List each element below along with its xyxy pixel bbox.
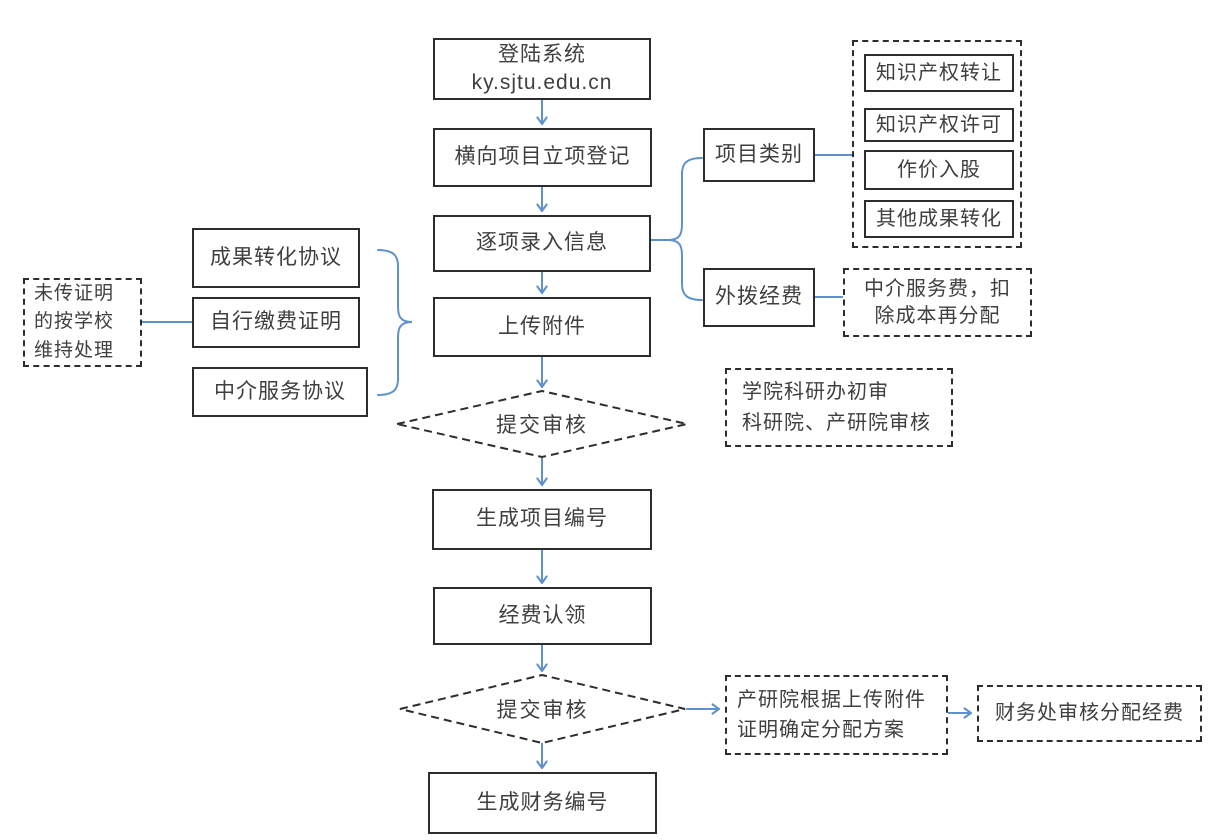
option-ip-transfer: 知识产权转让 (864, 54, 1014, 92)
finance-number-label: 生成财务编号 (476, 790, 609, 814)
note-untransmitted: 未传证明 的按学校 维持处理 (23, 278, 142, 367)
node-upload-attachment: 上传附件 (433, 297, 651, 357)
review-note-line2: 科研院、产研院审核 (742, 411, 931, 434)
node-input-info: 逐项录入信息 (433, 215, 651, 272)
note-allocation-plan: 产研院根据上传附件 证明确定分配方案 (725, 675, 948, 755)
node-project-registration: 横向项目立项登记 (433, 128, 652, 187)
brace-input-to-category-outbound (667, 157, 703, 301)
node-outbound-fund: 外拨经费 (703, 268, 815, 327)
note-review-process: 学院科研办初审 科研院、产研院审核 (725, 368, 953, 447)
node-selfpayment-proof: 自行缴费证明 (192, 297, 360, 348)
category-options-group: 知识产权转让 知识产权许可 作价入股 其他成果转化 (852, 40, 1022, 248)
flow-arrows (141, 99, 973, 770)
review1-diamond (396, 389, 688, 459)
decision-diamonds (396, 389, 688, 745)
untransmitted-line2: 的按学校 (34, 311, 115, 333)
node-project-category: 项目类别 (703, 128, 815, 182)
node-intermediary-agreement: 中介服务协议 (192, 367, 368, 417)
upload-attachment-label: 上传附件 (498, 314, 586, 338)
review1-label: 提交审核 (496, 414, 588, 437)
project-registration-label: 横向项目立项登记 (454, 145, 631, 169)
brace-docs-to-upload (377, 249, 413, 396)
node-transformation-agreement: 成果转化协议 (192, 228, 360, 288)
review-note-line1: 学院科研办初审 (742, 380, 889, 403)
login-url: ky.sjtu.edu.cn (471, 71, 613, 94)
outbound-fund-label: 外拨经费 (715, 285, 803, 309)
allocation-plan-line2: 证明确定分配方案 (737, 719, 905, 741)
option-other-transformation: 其他成果转化 (864, 200, 1014, 238)
fund-claim-label: 经费认领 (498, 603, 587, 627)
node-finance-number: 生成财务编号 (428, 772, 657, 834)
input-info-label: 逐项录入信息 (476, 231, 608, 255)
allocation-plan-line1: 产研院根据上传附件 (737, 689, 926, 711)
untransmitted-line1: 未传证明 (34, 282, 115, 304)
node-fund-claim: 经费认领 (433, 587, 652, 645)
project-category-label: 项目类别 (715, 142, 803, 166)
node-login-system: 登陆系统 ky.sjtu.edu.cn (433, 38, 651, 100)
project-number-label: 生成项目编号 (476, 507, 608, 531)
login-label: 登陆系统 (498, 42, 586, 66)
note-service-fee: 中介服务费，扣 除成本再分配 (843, 268, 1032, 337)
node-project-number: 生成项目编号 (432, 489, 652, 550)
service-fee-line2: 除成本再分配 (874, 304, 1001, 327)
option-ip-license: 知识产权许可 (864, 108, 1014, 142)
option-equity-valuation: 作价入股 (864, 150, 1014, 190)
service-fee-line1: 中介服务费，扣 (864, 277, 1011, 300)
review2-diamond (399, 673, 686, 745)
review2-label: 提交审核 (496, 699, 589, 722)
untransmitted-line3: 维持处理 (34, 339, 115, 361)
note-finance-review: 财务处审核分配经费 (977, 685, 1202, 742)
